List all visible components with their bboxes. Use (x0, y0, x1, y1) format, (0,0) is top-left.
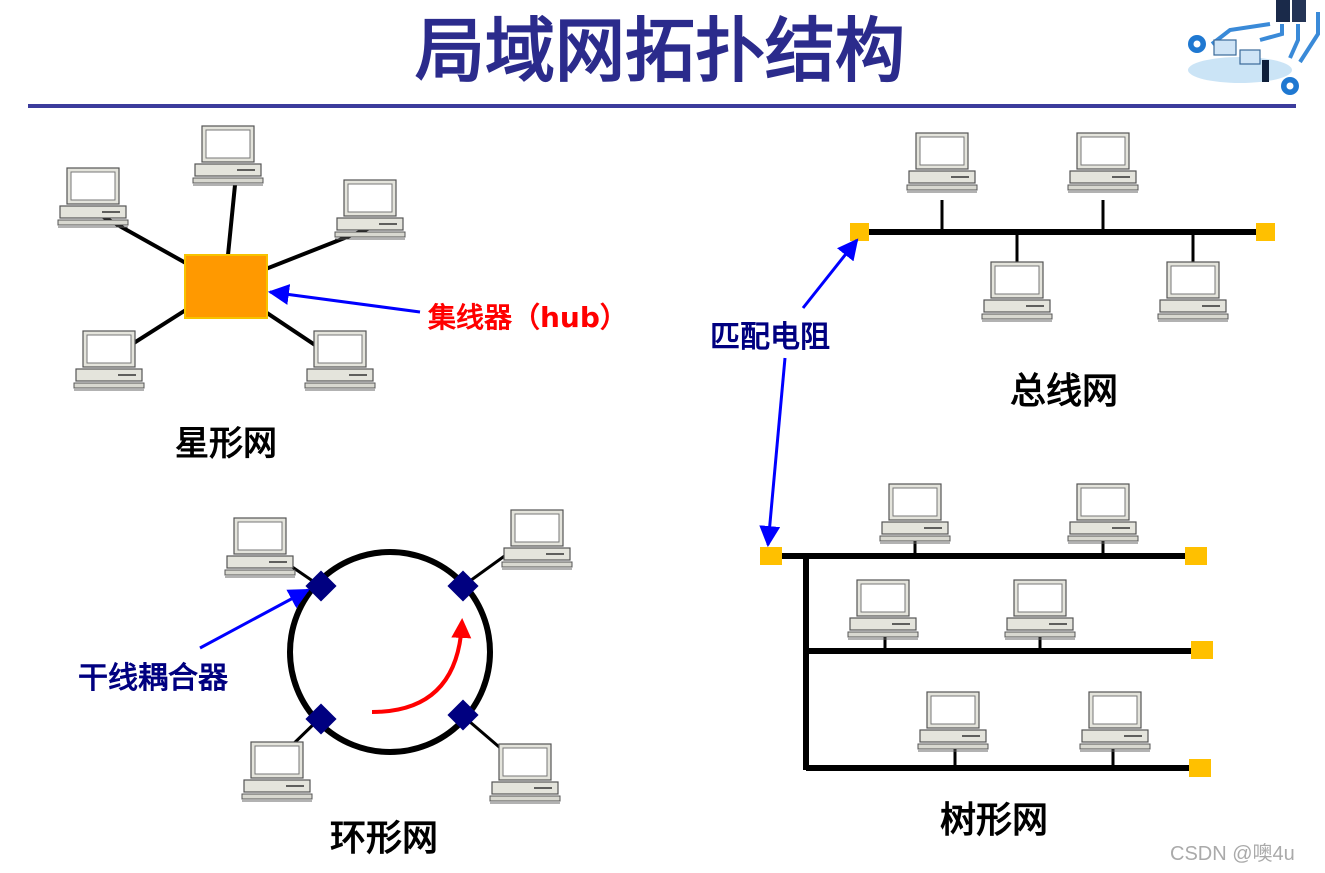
ring-network (224, 509, 573, 804)
computer-icon (57, 167, 129, 228)
terminator (760, 547, 782, 565)
computer-icon (334, 179, 406, 240)
watermark: CSDN @噢4u (1170, 842, 1295, 865)
terminator-pointer-arrow (801, 238, 859, 309)
trunk-coupler (447, 699, 479, 731)
star-network-label: 星形网 (175, 424, 277, 464)
computer-icon (981, 261, 1053, 322)
computer-icon (489, 743, 561, 804)
computer-icon (906, 132, 978, 193)
terminator-pointer-arrow (759, 357, 787, 548)
computer-icon (1067, 132, 1139, 193)
terminator (850, 223, 869, 241)
computer-icon (501, 509, 573, 570)
computer-icon (241, 741, 313, 802)
ring-network-label: 环形网 (330, 818, 438, 859)
tree-network-label: 树形网 (940, 800, 1048, 841)
computer-icon (1157, 261, 1229, 322)
star-network (57, 125, 406, 391)
network-logo-icon (1188, 0, 1320, 95)
page-title: 局域网拓扑结构 (415, 10, 905, 92)
ring-direction-arrow (371, 618, 472, 714)
coupler-label: 干线耦合器 (78, 661, 229, 696)
computer-icon (917, 691, 989, 752)
hub-label: 集线器（hub） (427, 301, 628, 334)
computer-icon (1079, 691, 1151, 752)
trunk-coupler (305, 703, 337, 735)
trunk-coupler (447, 570, 479, 602)
terminator (1185, 547, 1207, 565)
terminator (1189, 759, 1211, 777)
trunk-coupler (305, 570, 337, 602)
computer-icon (304, 330, 376, 391)
coupler-pointer-arrow (199, 588, 310, 650)
computer-icon (879, 483, 951, 544)
computer-icon (73, 330, 145, 391)
hub-box (184, 254, 268, 319)
computer-icon (847, 579, 919, 640)
tree-network (760, 483, 1213, 777)
hub-pointer-arrow (267, 284, 421, 314)
bus-network (850, 132, 1275, 322)
bus-network-label: 总线网 (1010, 371, 1118, 412)
computer-icon (1067, 483, 1139, 544)
terminator (1191, 641, 1213, 659)
computer-icon (1004, 579, 1076, 640)
computer-icon (224, 517, 296, 578)
terminator (1256, 223, 1275, 241)
computer-icon (192, 125, 264, 186)
terminator-label: 匹配电阻 (710, 320, 830, 355)
